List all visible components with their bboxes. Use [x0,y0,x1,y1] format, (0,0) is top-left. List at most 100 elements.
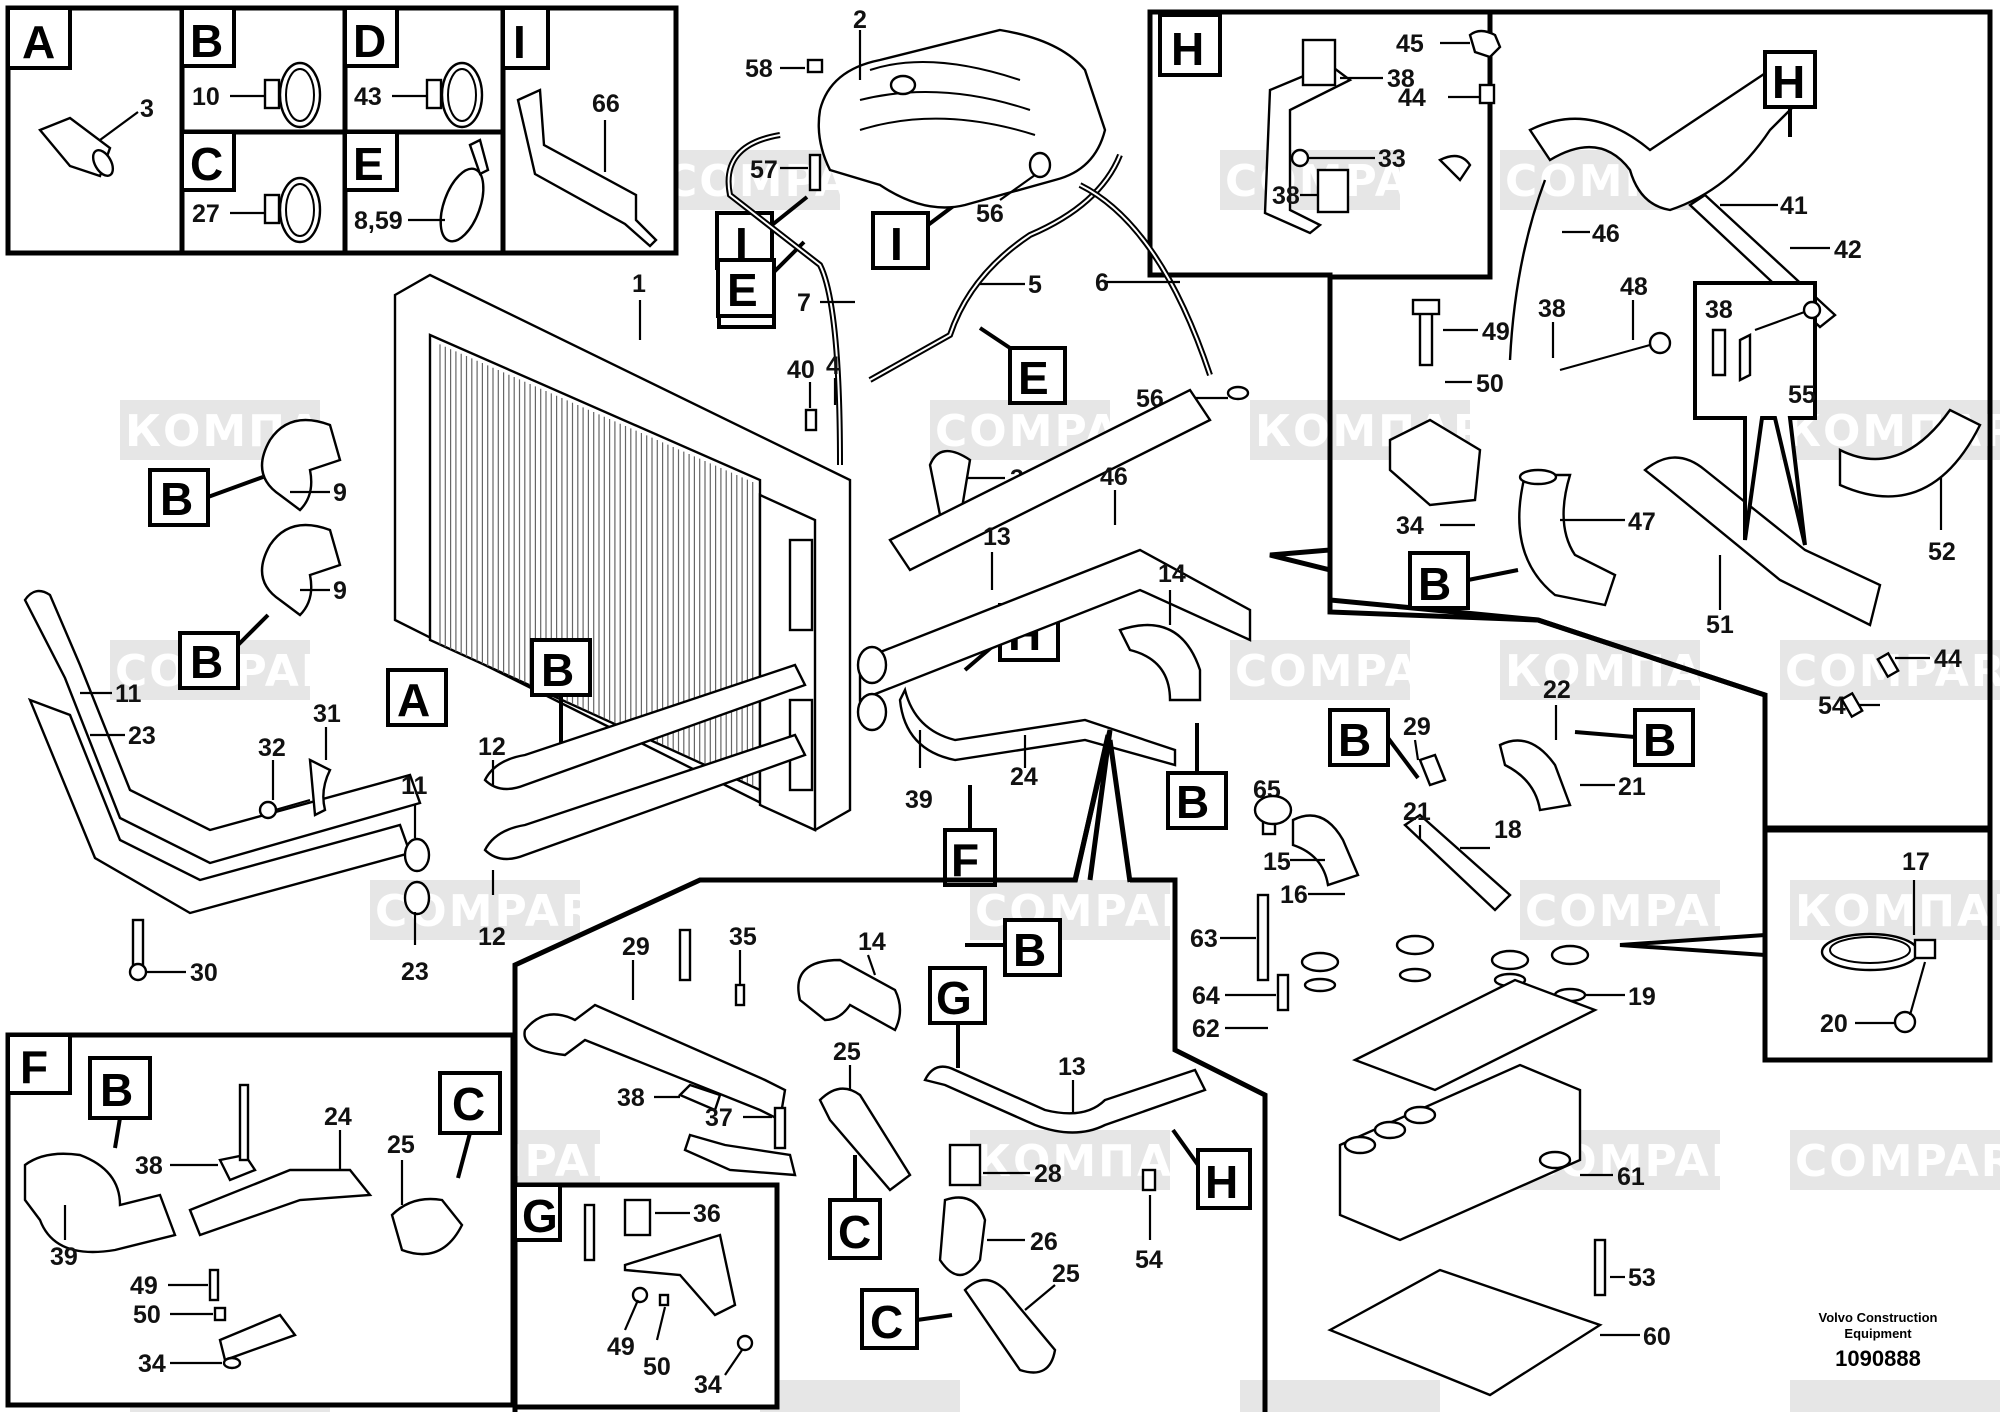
detail-h-top-panel: H 38 33 38 H 45 44 46 41 [1147,9,1993,833]
svg-text:E: E [1018,352,1049,404]
svg-text:B: B [1176,776,1209,828]
callout-18: 18 [1494,816,1522,844]
callout-27: 27 [192,200,220,228]
callout-2: 2 [853,6,867,34]
svg-text:COMPART: COMPART [1225,156,1477,207]
callout-42: 42 [1834,236,1862,264]
callout-11: 11 [115,680,142,708]
detail-d: D 43 [343,6,484,129]
detail-i: I 66 [501,6,658,248]
callout-22: 22 [1543,676,1571,704]
callout-8-59: 8,59 [354,207,403,235]
callout-24: 24 [1010,763,1038,791]
svg-text:D: D [353,15,386,67]
callout-47: 47 [1628,508,1656,536]
callout-64: 64 [1192,982,1220,1010]
callout-6: 6 [1095,269,1109,297]
svg-text:КОМПАРТ: КОМПАРТ [125,406,389,457]
callout-44: 44 [1934,645,1962,673]
callout-9: 9 [333,479,347,507]
svg-text:B: B [160,473,193,525]
callout-12: 12 [478,923,506,951]
callout-13: 13 [1058,1053,1086,1081]
callout-14: 14 [1158,560,1186,588]
svg-text:B: B [1418,558,1451,610]
callout-49: 49 [607,1333,635,1361]
callout-34: 34 [1396,512,1424,540]
callout-39: 39 [905,786,933,814]
detail-h-clip-bracket: H 38 33 38 [1158,13,1415,235]
callout-14: 14 [858,928,886,956]
callout-45: 45 [1396,30,1424,58]
svg-text:COMPART: COMPART [1525,886,1777,937]
callout-32: 32 [258,734,286,762]
hose-clamp-icon [263,176,322,244]
callout-43: 43 [354,83,382,111]
callout-10: 10 [192,83,220,111]
callout-25: 25 [833,1038,861,1066]
bracket-icon [516,88,658,248]
svg-text:F: F [20,1041,48,1093]
ref-box-i [871,211,930,270]
detail-c: C 27 [180,130,322,244]
svg-text:H: H [1205,1156,1238,1208]
ref-box-e [716,258,776,318]
callout-44: 44 [1398,84,1426,112]
callout-55: 55 [1788,381,1816,409]
callout-46: 46 [1100,463,1128,491]
callout-34: 34 [694,1371,722,1399]
callout-60: 60 [1643,1323,1671,1351]
callout-30: 30 [190,959,218,987]
callout-51: 51 [1706,611,1734,639]
left-hose-group: 9 9 11 23 12 12 11 23 31 32 30 [23,418,807,987]
publisher-line1: Volvo Construction [1819,1310,1938,1325]
callout-36: 36 [693,1200,721,1228]
callout-24: 24 [324,1103,352,1131]
callout-15: 15 [1263,848,1291,876]
callout-34: 34 [138,1350,166,1378]
detail-f-panel: F B C 39 24 25 38 49 50 34 [5,1032,516,1408]
callout-33: 33 [1378,145,1406,173]
callout-38: 38 [1705,296,1733,324]
detail-e: E 8,59 [343,130,490,243]
svg-text:C: C [452,1078,485,1130]
svg-text:G: G [936,972,972,1024]
callout-38: 38 [1387,65,1415,93]
publisher-line2: Equipment [1844,1326,1912,1341]
svg-text:I: I [513,16,526,68]
sensor-cap-icon [1468,29,1502,105]
callout-16: 16 [1280,881,1308,909]
hose-clamp-icon [263,61,322,129]
hardware-legend-panel: A 3 B 10 D [5,5,679,256]
callout-56: 56 [976,200,1004,228]
svg-text:I: I [735,218,748,270]
callout-5: 5 [1028,271,1042,299]
detail-b: B 10 [180,6,322,129]
callout-58: 58 [745,55,773,83]
callout-21: 21 [1403,798,1431,826]
vent-hoses: 7 5 6 56 56 40 4 [725,132,1250,466]
callout-61: 61 [1617,1163,1645,1191]
callout-12: 12 [478,733,506,761]
tank-fasteners: 58 57 [745,55,824,192]
callout-7: 7 [797,289,811,317]
svg-text:A: A [397,674,430,726]
detail-clamp-17-panel: 17 20 [1619,830,1993,1063]
svg-text:COMPART: COMPART [115,646,367,697]
svg-text:COMPART: COMPART [1235,646,1487,697]
callout-23: 23 [128,722,156,750]
callout-40: 40 [787,356,815,384]
callout-50: 50 [643,1353,671,1381]
callout-37: 37 [705,1104,733,1132]
callout-57: 57 [750,156,778,184]
callout-31: 31 [313,700,341,728]
callout-9: 9 [333,577,347,605]
svg-text:B: B [190,636,223,688]
svg-text:I: I [890,218,903,270]
callout-29: 29 [1403,713,1431,741]
callout-29: 29 [622,933,650,961]
callout-26: 26 [1030,1228,1058,1256]
callout-23: 23 [401,958,429,986]
svg-text:C: C [870,1296,903,1348]
svg-text:F: F [951,834,979,886]
